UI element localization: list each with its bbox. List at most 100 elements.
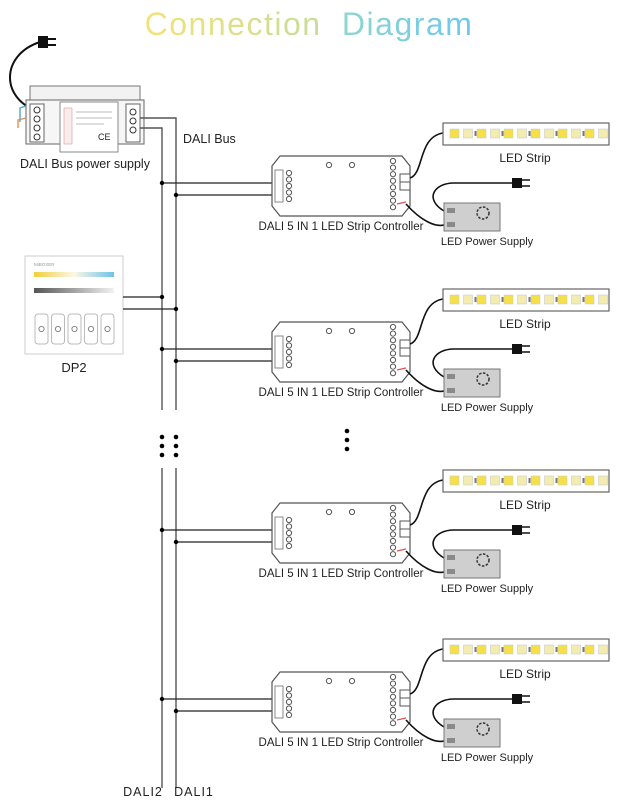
- input-terminal-screw: [285, 698, 293, 706]
- controller-body: [271, 155, 411, 217]
- terminal-screw: [33, 124, 41, 132]
- mains-plug-icon: [512, 694, 522, 704]
- junction-dot: [159, 696, 165, 702]
- led-chip: [503, 294, 514, 305]
- output-connector: [399, 347, 411, 357]
- controller-label: DALI 5 IN 1 LED Strip Controller: [259, 387, 424, 399]
- output-terminal-screw: [389, 673, 397, 681]
- led-chip: [544, 475, 554, 486]
- panel-brand: MiBOXER: [34, 262, 55, 267]
- continuation-dot: [173, 452, 179, 458]
- input-terminal-screw: [285, 685, 293, 693]
- led-chip: [544, 294, 554, 305]
- continuation-dot: [173, 443, 179, 449]
- led-chip: [476, 294, 487, 305]
- input-terminal-screw: [285, 542, 293, 550]
- led-power-supply: [443, 368, 501, 398]
- psu-label: LED Power Supply: [441, 236, 534, 248]
- led-power-supply: [443, 202, 501, 232]
- led-chip: [598, 294, 608, 305]
- output-connector: [399, 697, 411, 707]
- cct-slider: [34, 272, 114, 277]
- bus-power-supply-label: DALI Bus power supply: [20, 157, 151, 171]
- dali1-label: DALI1: [174, 785, 214, 799]
- led-chip: [557, 475, 568, 486]
- input-terminals: [29, 103, 45, 143]
- output-connector: [399, 689, 411, 699]
- led-chip: [503, 128, 514, 139]
- resistor: [555, 647, 558, 652]
- terminal-block: [29, 103, 45, 143]
- psu-label: LED Power Supply: [441, 583, 534, 595]
- psu-output-cable: [405, 719, 445, 743]
- resistor: [555, 478, 558, 483]
- output-terminal-screw: [389, 164, 397, 171]
- output-terminal-screw: [389, 693, 397, 700]
- led-chip: [571, 644, 581, 655]
- continuation-dot: [344, 446, 350, 452]
- strip-cable: [409, 648, 444, 695]
- output-terminal-screw: [389, 551, 397, 558]
- input-terminal-screw: [285, 692, 293, 699]
- zone-button: [34, 313, 49, 345]
- output-terminal-screw: [389, 343, 397, 350]
- controller-label: DALI 5 IN 1 LED Strip Controller: [259, 737, 424, 749]
- terminal-screw: [129, 117, 137, 125]
- led-chip: [490, 294, 500, 305]
- output-terminal-screw: [389, 190, 397, 198]
- led-chip: [584, 128, 595, 139]
- output-connector: [399, 528, 411, 538]
- output-connector: [399, 339, 411, 349]
- power-icon: [104, 325, 111, 333]
- red-wire: [396, 367, 407, 371]
- led-chip: [584, 475, 595, 486]
- output-terminals: [125, 103, 141, 143]
- input-terminal-screw: [285, 335, 293, 343]
- output-terminal-screw: [389, 720, 397, 727]
- input-terminal-block: [274, 516, 284, 550]
- terminal-screw: [129, 126, 137, 134]
- led-chip: [476, 644, 487, 655]
- input-terminal-screw: [285, 348, 293, 356]
- continuation-dot: [159, 452, 165, 458]
- resistor: [555, 297, 558, 302]
- led-chip: [503, 644, 514, 655]
- led-chip: [571, 128, 581, 139]
- output-terminal-screw: [389, 706, 397, 714]
- resistor: [528, 297, 531, 302]
- fan-icon: [476, 553, 490, 567]
- led-chip: [517, 294, 527, 305]
- input-terminal-block: [274, 169, 284, 203]
- output-connector: [399, 520, 411, 530]
- output-terminal-screw: [389, 713, 397, 720]
- output-terminal-screw: [389, 518, 397, 525]
- output-terminal-screw: [389, 157, 397, 165]
- input-terminal-screw: [285, 705, 293, 712]
- junction-dot: [159, 527, 165, 533]
- led-chip: [530, 644, 541, 655]
- red-wire: [396, 201, 407, 205]
- resistor: [474, 297, 477, 302]
- power-icon: [71, 325, 78, 333]
- resistor: [582, 478, 585, 483]
- input-terminal-screw: [285, 529, 293, 537]
- continuation-dot: [159, 434, 165, 440]
- led-chip: [449, 128, 460, 139]
- continuation-dot: [159, 443, 165, 449]
- dali-bus-lines: [123, 117, 350, 788]
- strip-cable: [409, 132, 444, 179]
- input-terminal-screw: [285, 516, 293, 524]
- strip-cable: [409, 298, 444, 345]
- led-chip: [463, 294, 473, 305]
- indicator-led: [325, 161, 333, 169]
- red-wire: [396, 717, 407, 721]
- fan-icon: [476, 722, 490, 736]
- controller-body: [271, 671, 411, 733]
- led-chip: [449, 294, 460, 305]
- zone-button: [67, 313, 82, 345]
- output-terminal-screw: [389, 177, 397, 184]
- input-terminal-screw: [285, 523, 293, 530]
- dp2-label: DP2: [61, 360, 86, 375]
